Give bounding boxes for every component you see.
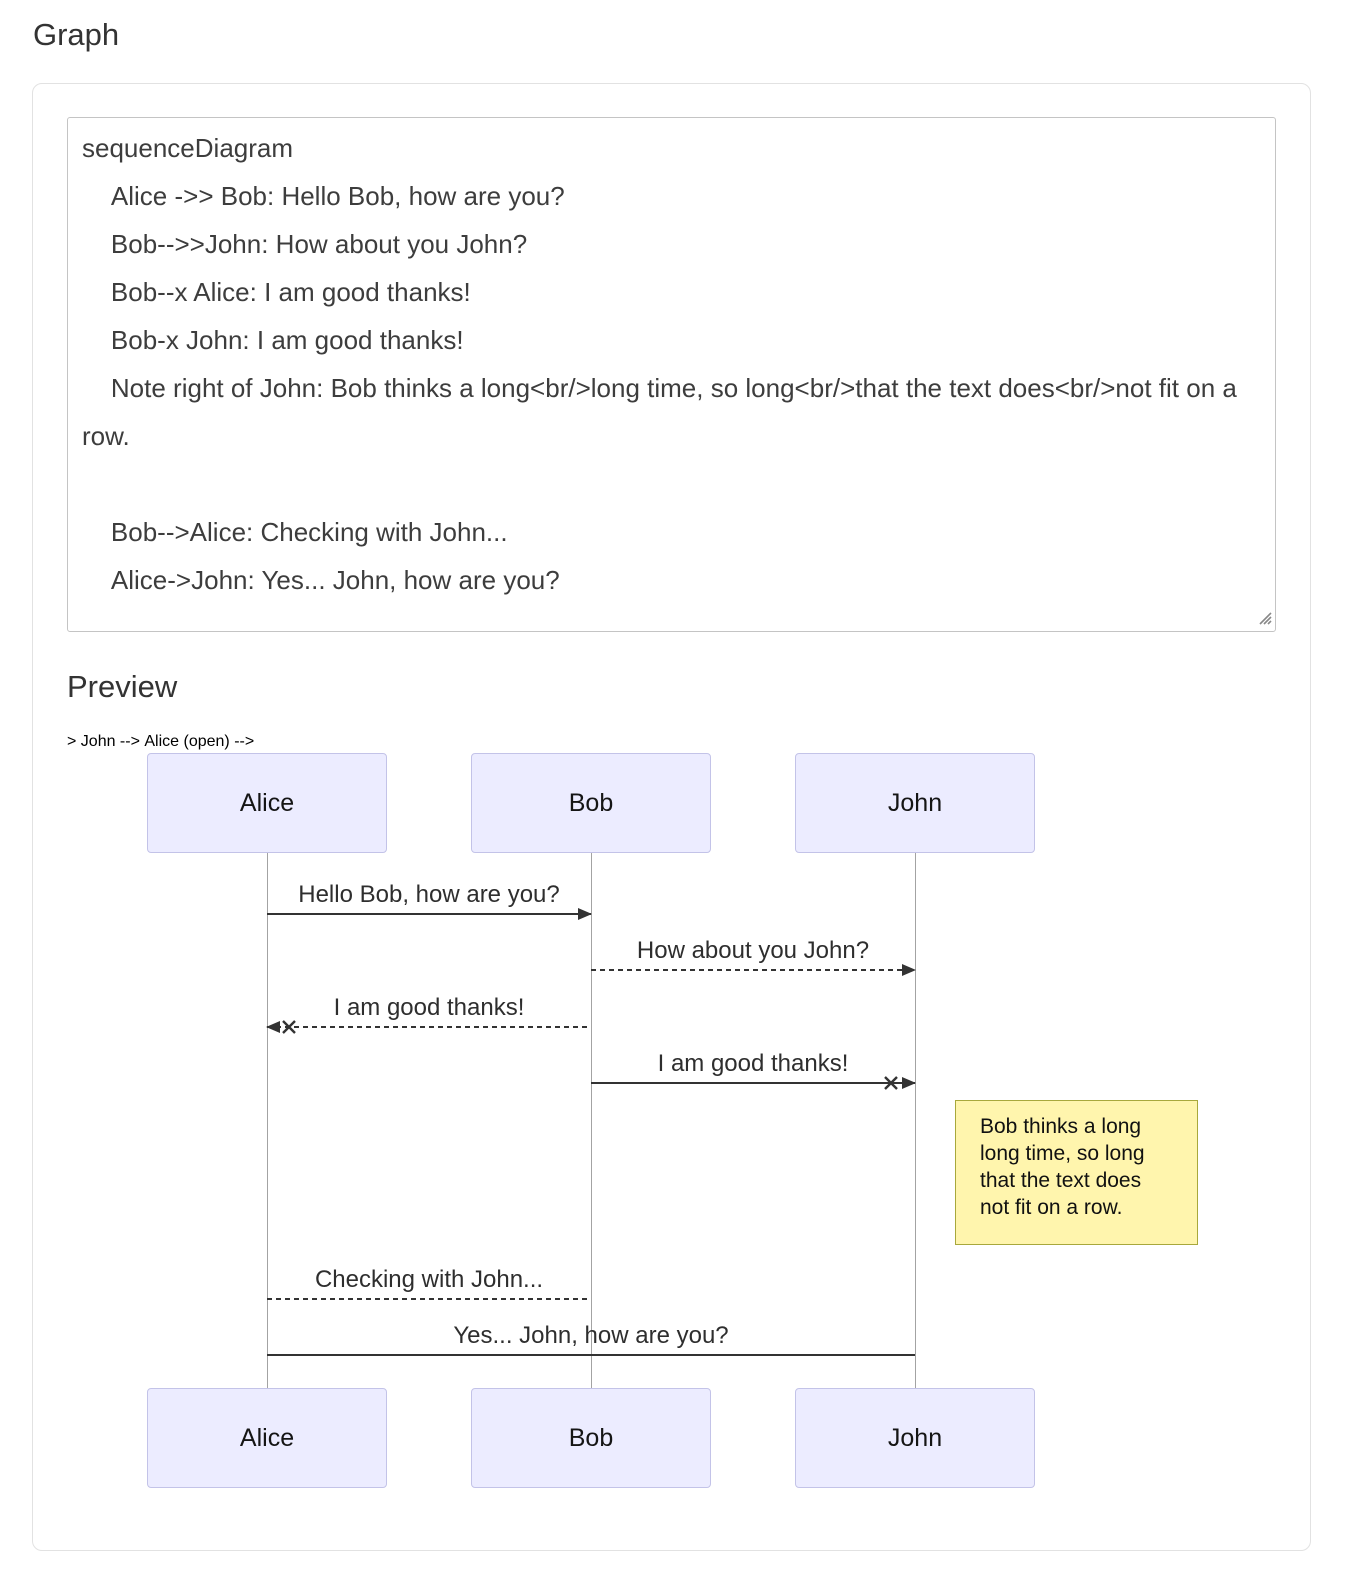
actor-box-alice-bottom: Alice (147, 1388, 387, 1488)
message-label: How about you John? (636, 937, 870, 964)
message-line (591, 969, 915, 971)
message-row: I am good thanks! (266, 986, 591, 1034)
arrowhead-icon (578, 908, 592, 920)
resize-grip-icon[interactable] (1254, 607, 1272, 625)
actor-label: Alice (239, 1423, 295, 1452)
lifeline-john (915, 853, 916, 1388)
message-row: Hello Bob, how are you? (267, 873, 592, 920)
message-row: I am good thanks! (591, 1042, 916, 1090)
message-row: Checking with John... (267, 1258, 591, 1300)
note-box: Bob thinks a long long time, so long tha… (955, 1100, 1198, 1245)
message-line (267, 1298, 591, 1300)
lifeline-alice (267, 853, 268, 1388)
actor-box-bob-top: Bob (471, 753, 711, 853)
actor-box-john-top: John (795, 753, 1035, 853)
editor-card: sequenceDiagram Alice ->> Bob: Hello Bob… (32, 83, 1311, 1551)
note-text: Bob thinks a long long time, so long tha… (980, 1115, 1145, 1219)
cross-icon (282, 1020, 296, 1034)
message-label: Hello Bob, how are you? (298, 881, 560, 908)
preview-title: Preview (67, 669, 178, 704)
arrowhead-icon (902, 964, 916, 976)
actor-label: Alice (239, 788, 295, 817)
message-label: I am good thanks! (657, 1050, 849, 1077)
graph-title: Graph (33, 17, 120, 52)
message-label: I am good thanks! (333, 994, 525, 1021)
actor-box-bob-bottom: Bob (471, 1388, 711, 1488)
message-line (267, 1354, 915, 1356)
message-label: Yes... John, how are you? (453, 1322, 729, 1349)
actor-box-alice-top: Alice (147, 753, 387, 853)
message-line (267, 1026, 591, 1028)
actor-label: Bob (568, 788, 614, 817)
message-line (591, 1082, 915, 1084)
message-line (267, 913, 591, 915)
arrowhead-icon (902, 1077, 916, 1089)
lifeline-bob (591, 853, 592, 1388)
message-row: How about you John? (591, 929, 916, 976)
sequence-diagram: Alice Bob John Hello Bob, how are you? >… (67, 733, 1276, 1498)
actor-label: John (887, 1423, 943, 1452)
actor-label: Bob (568, 1423, 614, 1452)
actor-box-john-bottom: John (795, 1388, 1035, 1488)
message-label: Checking with John... (314, 1266, 544, 1293)
actor-label: John (887, 788, 943, 817)
cross-icon (884, 1076, 898, 1090)
code-editor: sequenceDiagram Alice ->> Bob: Hello Bob… (67, 117, 1276, 632)
diagram-code-input[interactable]: sequenceDiagram Alice ->> Bob: Hello Bob… (67, 117, 1276, 632)
message-row: Yes... John, how are you? (267, 1314, 915, 1356)
arrowhead-icon (266, 1021, 280, 1033)
